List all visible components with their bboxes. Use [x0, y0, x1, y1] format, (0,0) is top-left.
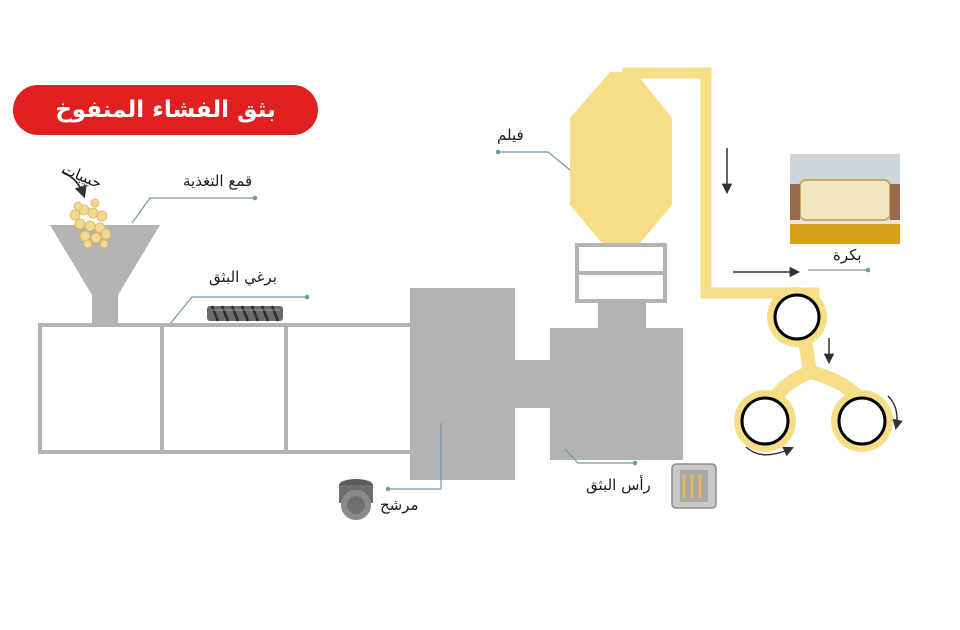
air-ring — [575, 243, 667, 303]
feed-hopper — [50, 225, 160, 325]
roll-photo — [790, 154, 900, 244]
label-roller: بكرة — [833, 246, 862, 264]
winding-roller-left — [740, 396, 790, 446]
film-split — [768, 333, 869, 409]
barrel-section-3 — [284, 323, 414, 454]
barrel-section-2 — [160, 323, 288, 454]
extruder-screw — [207, 305, 283, 322]
granules-pile — [69, 198, 112, 249]
leader-lines — [131, 149, 871, 492]
page-title: بثق الفشاء المنفوخ — [55, 97, 276, 123]
label-film: فيلم — [497, 126, 524, 144]
die-neck — [598, 302, 646, 330]
film-bubble — [570, 72, 672, 243]
label-die: رأس البثق — [586, 476, 651, 494]
extruder-barrel — [38, 323, 414, 454]
label-hopper: قمع التغذية — [183, 172, 253, 190]
adapter-neck — [515, 360, 555, 408]
barrel-section-1 — [38, 323, 164, 454]
title-banner: بثق الفشاء المنفوخ — [13, 85, 318, 135]
screen-changer-block — [410, 288, 515, 480]
die-body — [550, 328, 683, 460]
motion-arrows — [721, 148, 903, 457]
winding-roller-right — [837, 396, 887, 446]
granules-arrow — [61, 171, 87, 199]
rollers — [740, 293, 887, 446]
die-head-photo — [671, 463, 717, 509]
filter-part-photo — [339, 479, 373, 520]
nip-roller — [773, 293, 821, 341]
label-filter: مرشح — [380, 496, 419, 514]
filter-adapter-die — [410, 288, 683, 480]
label-screw: برغي البثق — [209, 268, 277, 286]
